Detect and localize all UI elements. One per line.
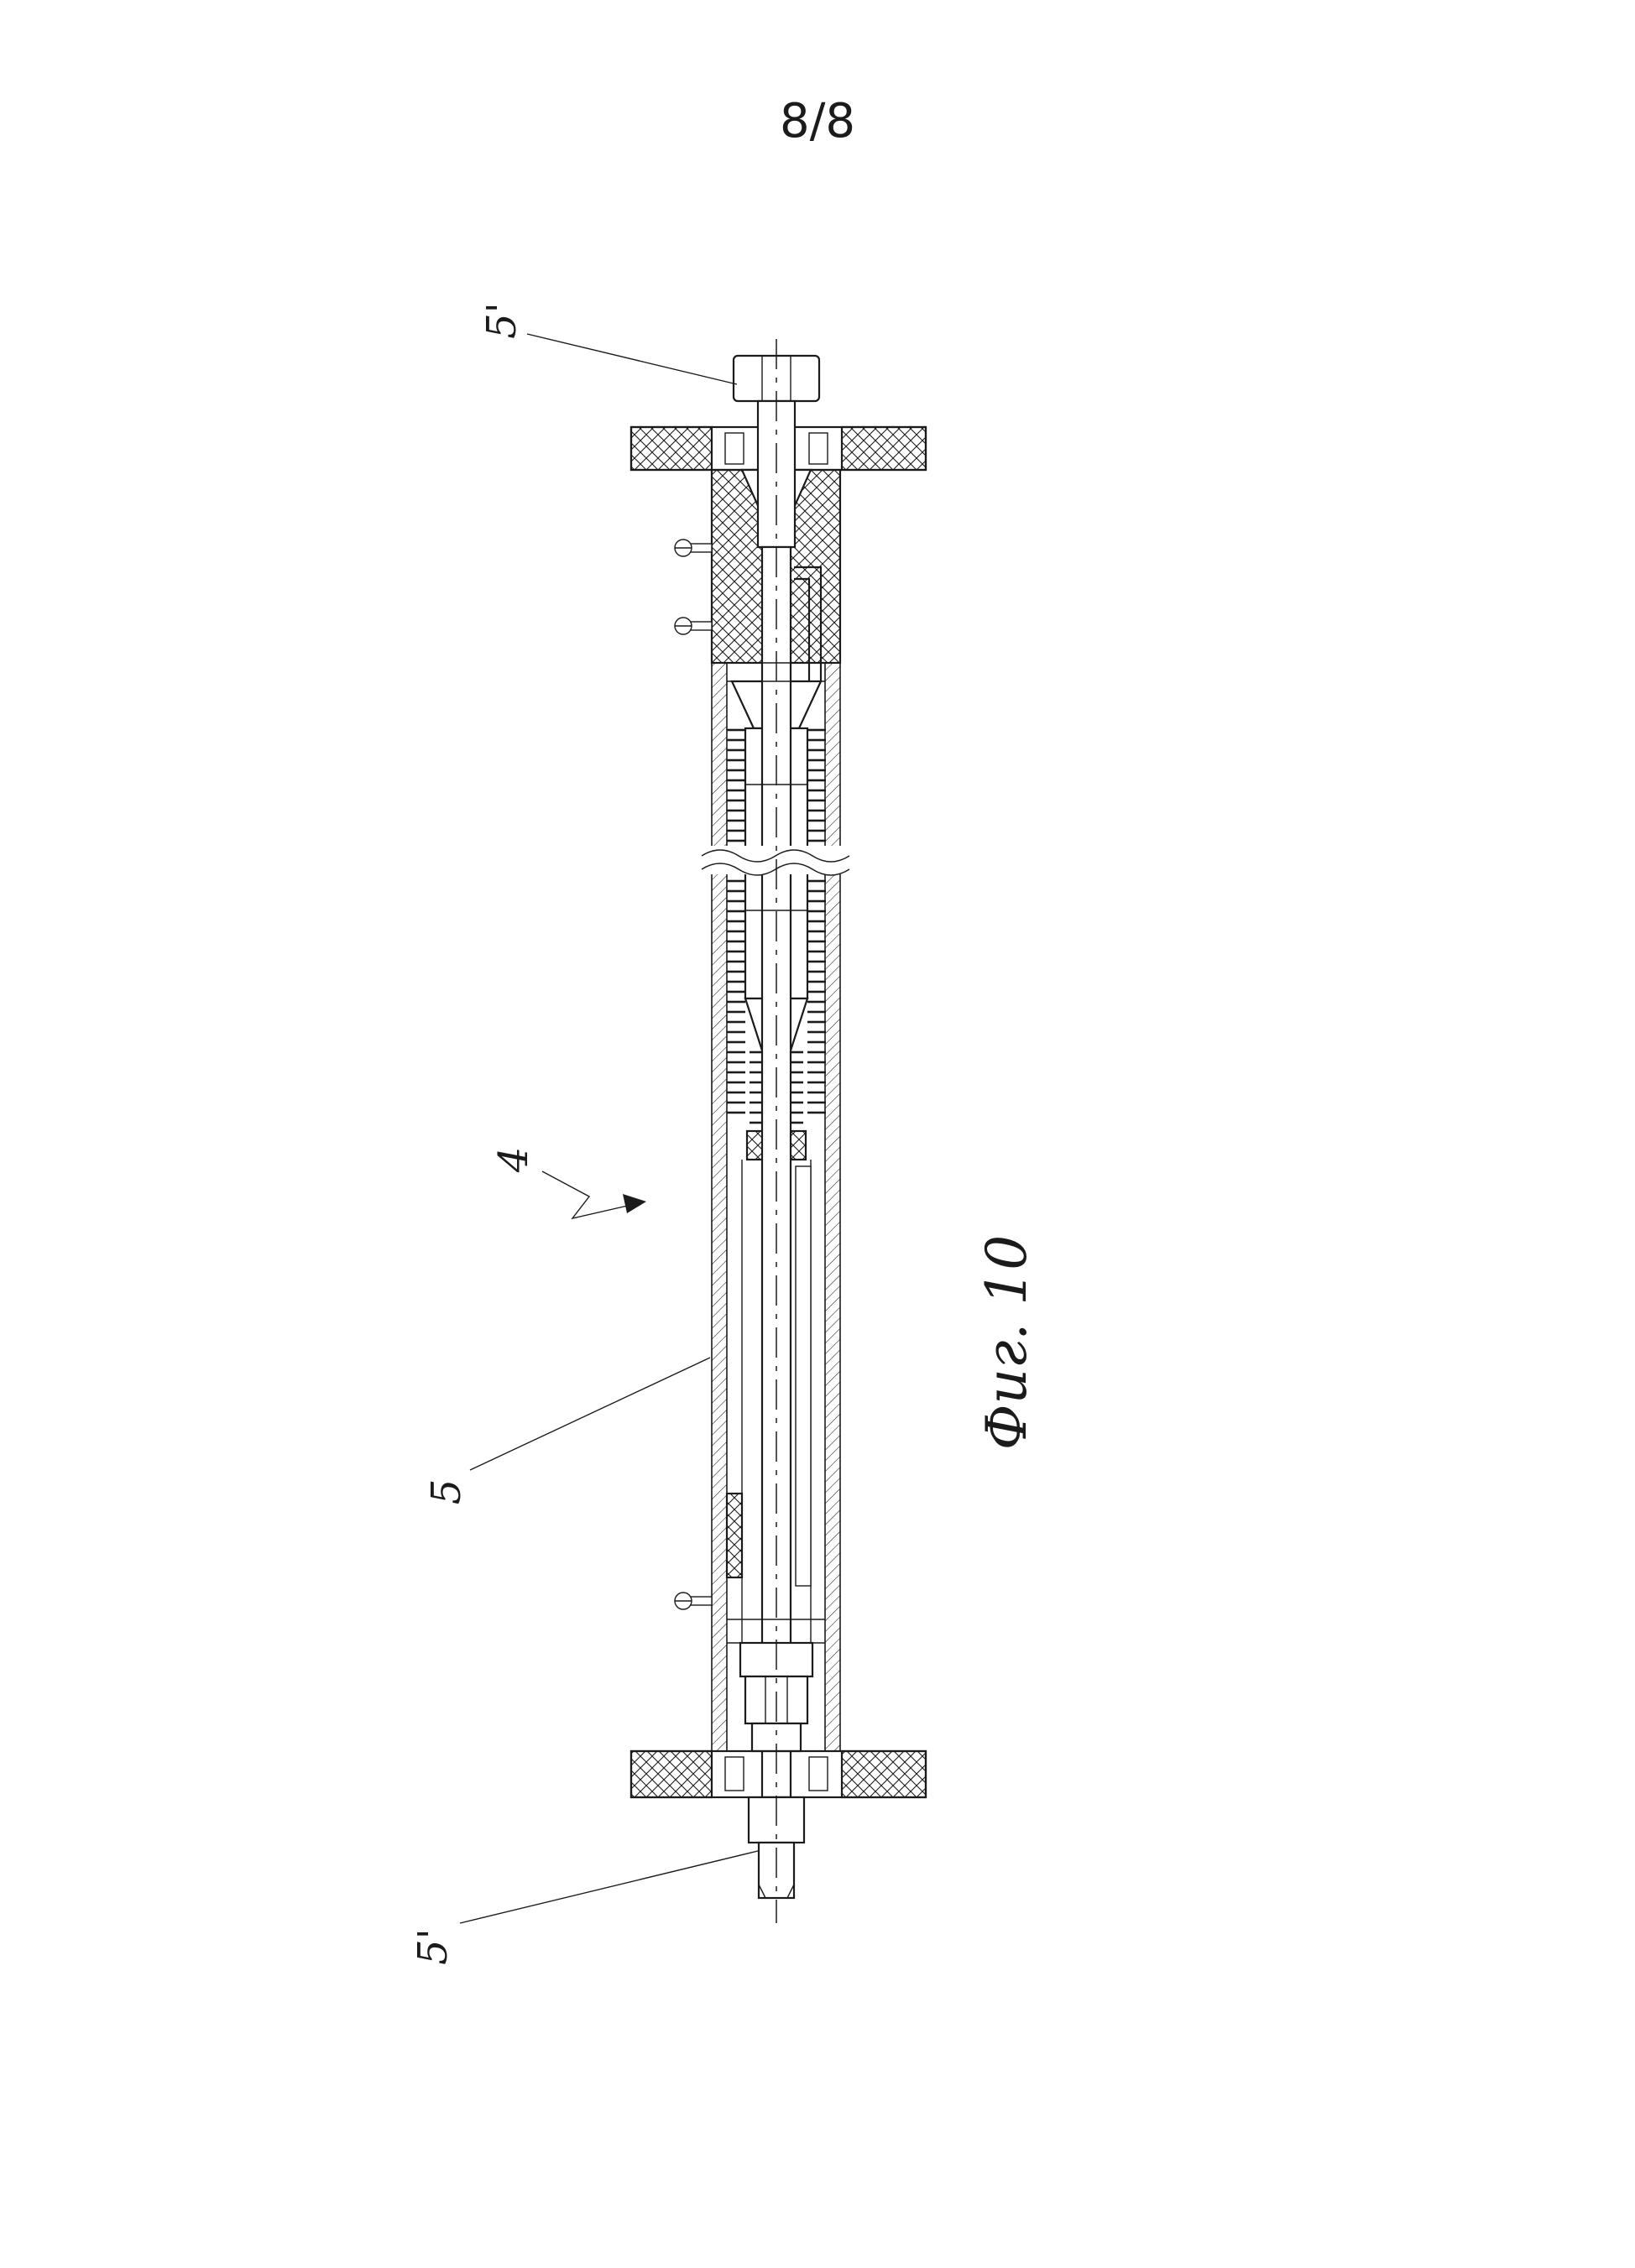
side-fittings (674, 539, 713, 1610)
internal-pipes (794, 566, 823, 1587)
label-detail: 4 (490, 1147, 537, 1174)
label-bottom-fastener: 5' (410, 1928, 457, 1965)
leader-line-bottom-fastener (459, 1850, 759, 1924)
label-housing: 5 (423, 1479, 470, 1505)
internal-spring (727, 726, 826, 1131)
sheet-number: 8/8 (779, 94, 856, 149)
leader-line-top-fastener (526, 333, 738, 385)
leader-lines (459, 333, 759, 1924)
label-top-fastener: 5' (478, 302, 525, 339)
detail-arrow (541, 1170, 646, 1220)
grease-fitting-icon (674, 617, 713, 635)
grease-fitting-icon (674, 1592, 713, 1610)
grease-fitting-icon (674, 539, 713, 557)
bottom-flange (629, 1749, 927, 1799)
break-lines (701, 846, 851, 876)
figure-caption: Фиг. 10 (974, 1235, 1039, 1451)
leader-line-housing (469, 1357, 711, 1471)
